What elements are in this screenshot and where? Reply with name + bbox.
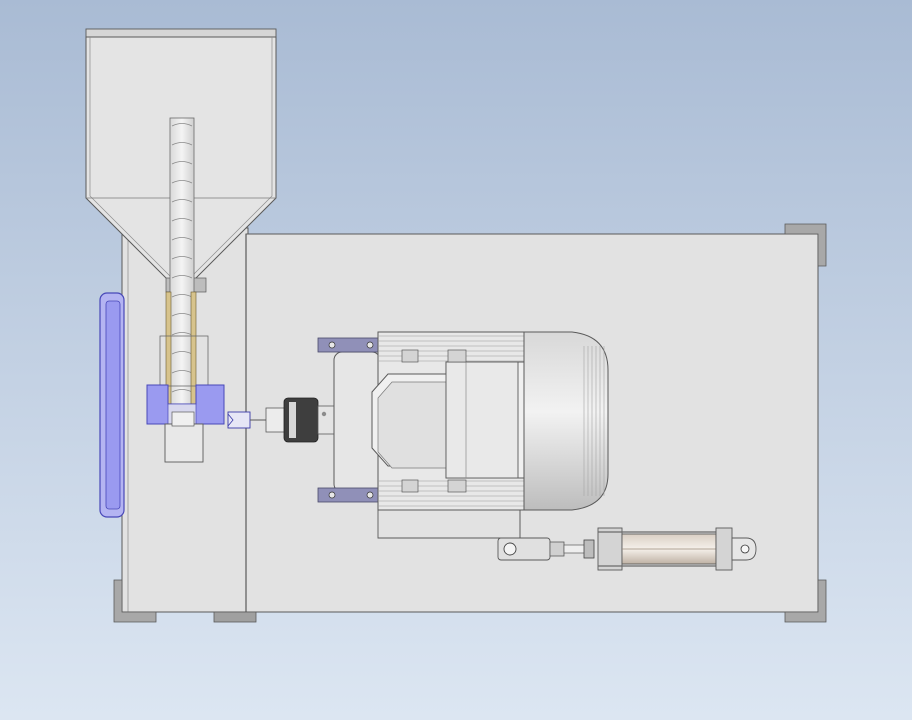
- cylinder-front-cap[interactable]: [597, 527, 623, 571]
- pneumatic-cylinder[interactable]: [497, 510, 757, 571]
- chute-part: [171, 389, 193, 393]
- coupling-hub-left: [265, 407, 287, 433]
- clamp-block[interactable]: [146, 384, 225, 463]
- chute-part: [171, 180, 193, 184]
- coupling-hub-right: [317, 405, 337, 435]
- foot-left-middle[interactable]: [213, 611, 257, 623]
- chute-part: [171, 218, 193, 222]
- feed-tube-housing: [159, 335, 209, 387]
- rod-clevis-pin: [503, 542, 517, 556]
- motor-foot-4: [447, 479, 467, 493]
- piston-rod: [563, 544, 587, 554]
- chute-part: [171, 351, 193, 355]
- rod-clevis-neck: [549, 541, 565, 557]
- chute-part: [171, 313, 193, 317]
- guide-rail-inner: [105, 300, 121, 510]
- chute-part: [171, 237, 193, 241]
- bracket-bolt-3: [328, 491, 336, 499]
- coupling-label-band: [289, 402, 296, 438]
- chute-part: [171, 161, 193, 165]
- chute-part: [171, 332, 193, 336]
- clamp-slide[interactable]: [164, 423, 204, 463]
- chute-part: [171, 142, 193, 146]
- motor-fan-cover[interactable]: [523, 331, 609, 511]
- motor-fan-ribs: [583, 346, 605, 496]
- collet-tip: [227, 413, 234, 427]
- terminal-box-inner: [377, 381, 447, 469]
- corner-bracket-bottom-left[interactable]: [113, 579, 157, 623]
- collet-body: [227, 411, 251, 429]
- motor-foot-1: [401, 349, 419, 363]
- feed-chute[interactable]: [169, 117, 195, 409]
- chute-part: [171, 370, 193, 374]
- terminal-box-lid[interactable]: [445, 361, 519, 479]
- cylinder-rear-cap[interactable]: [715, 527, 733, 571]
- hopper-rim: [85, 28, 277, 38]
- chute-part: [171, 256, 193, 260]
- bracket-bolt-4: [366, 491, 374, 499]
- rod-nut: [583, 539, 595, 559]
- chute-part: [171, 275, 193, 279]
- coupling-screw: [321, 411, 327, 417]
- rear-clevis-pin: [740, 544, 750, 554]
- chute-part: [171, 123, 193, 127]
- corner-bracket-bottom-right[interactable]: [784, 579, 827, 623]
- chute-channel: [169, 117, 195, 409]
- feed-tube-right-wall: [190, 291, 197, 407]
- motor-foot-3: [401, 479, 419, 493]
- motor-foot-2: [447, 349, 467, 363]
- chute-part: [171, 199, 193, 203]
- bracket-bolt-1: [328, 341, 336, 349]
- motor[interactable]: [317, 331, 609, 539]
- bracket-bolt-2: [366, 341, 374, 349]
- guide-rail[interactable]: [99, 292, 125, 518]
- clamp-stem: [171, 411, 195, 427]
- corner-bracket-top-right[interactable]: [784, 223, 827, 267]
- coupling[interactable]: [265, 397, 337, 443]
- hopper-inner-edge: [89, 37, 273, 279]
- chute-part: [171, 294, 193, 298]
